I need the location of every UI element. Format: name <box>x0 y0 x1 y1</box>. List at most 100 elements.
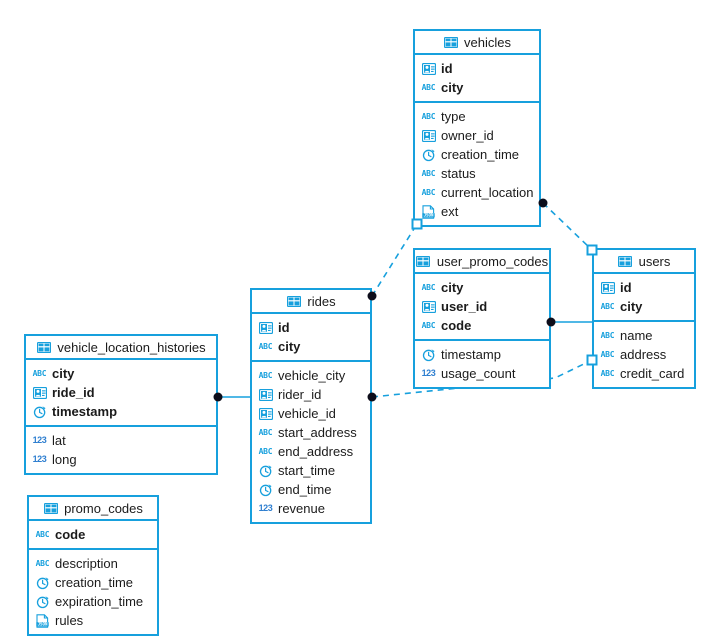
field-label: current_location <box>441 185 534 200</box>
abc-icon: ABC <box>421 320 436 330</box>
svg-text:JSON: JSON <box>424 212 434 217</box>
abc-icon: ABC <box>421 168 436 178</box>
field-label: rider_id <box>278 387 322 402</box>
field-label: city <box>52 366 75 381</box>
column-group: timestamp 123 usage_count <box>415 339 549 387</box>
clock-icon <box>32 405 47 419</box>
field-label: owner_id <box>441 128 494 143</box>
entity-header-user_promo_codes[interactable]: user_promo_codes <box>415 250 549 274</box>
entity-header-vehicles[interactable]: vehicles <box>415 31 539 55</box>
num-icon: 123 <box>421 368 436 378</box>
primary-key-field[interactable]: id <box>415 59 539 78</box>
relationship-source-dot-vehicles-to-users <box>538 198 548 208</box>
abc-icon: ABC <box>421 187 436 197</box>
primary-key-field[interactable]: id <box>252 318 370 337</box>
abc-icon: ABC <box>600 330 615 340</box>
field-label: revenue <box>278 501 325 516</box>
abc-icon: ABC <box>600 301 615 311</box>
field-label: type <box>441 109 466 124</box>
identity-icon <box>421 300 436 314</box>
table-icon <box>618 254 633 268</box>
identity-icon <box>258 407 273 421</box>
field-label: start_time <box>278 463 336 478</box>
column-field[interactable]: start_time <box>252 461 370 480</box>
column-field[interactable]: creation_time <box>415 145 539 164</box>
clock-icon <box>35 576 50 590</box>
column-field[interactable]: 123 usage_count <box>415 364 549 383</box>
field-label: end_time <box>278 482 332 497</box>
clock-icon <box>421 348 436 362</box>
column-field[interactable]: ABC current_location <box>415 183 539 202</box>
primary-key-field[interactable]: ride_id <box>26 383 216 402</box>
primary-key-field[interactable]: timestamp <box>26 402 216 421</box>
field-label: city <box>441 280 464 295</box>
column-field[interactable]: creation_time <box>29 573 157 592</box>
relationship-target-square-rides-to-vehicles <box>411 218 423 230</box>
entity-header-rides[interactable]: rides <box>252 290 370 314</box>
entity-header-promo_codes[interactable]: promo_codes <box>29 497 157 521</box>
relationship-target-square-rides-to-users <box>586 354 598 366</box>
relationship-edge-rides-to-vehicles <box>371 223 418 297</box>
field-label: city <box>441 80 464 95</box>
column-field[interactable]: 123 revenue <box>252 499 370 518</box>
identity-icon <box>32 386 47 400</box>
entity-header-users[interactable]: users <box>594 250 694 274</box>
primary-key-field[interactable]: ABC city <box>26 364 216 383</box>
entity-header-vehicle_location_histories[interactable]: vehicle_location_histories <box>26 336 216 360</box>
entity-title: vehicle_location_histories <box>57 339 206 355</box>
num-icon: 123 <box>32 454 47 464</box>
entity-title: user_promo_codes <box>436 253 549 269</box>
num-icon: 123 <box>32 435 47 445</box>
identity-icon <box>600 281 615 295</box>
relationship-edge-vehicles-to-users <box>542 202 593 251</box>
table-icon <box>416 254 431 268</box>
column-field[interactable]: owner_id <box>415 126 539 145</box>
abc-icon: ABC <box>32 368 47 378</box>
primary-key-field[interactable]: id <box>594 278 694 297</box>
abc-icon: ABC <box>421 282 436 292</box>
field-label: rules <box>55 613 84 628</box>
column-field[interactable]: vehicle_id <box>252 404 370 423</box>
column-field[interactable]: timestamp <box>415 345 549 364</box>
abc-icon: ABC <box>35 558 50 568</box>
column-field[interactable]: end_time <box>252 480 370 499</box>
primary-key-field[interactable]: user_id <box>415 297 549 316</box>
field-label: usage_count <box>441 366 516 381</box>
relationship-source-dot-vehicle-location-histories-to-rides <box>213 392 223 402</box>
num-icon: 123 <box>258 503 273 513</box>
field-label: creation_time <box>55 575 134 590</box>
clock-icon <box>258 464 273 478</box>
primary-key-field[interactable]: ABC city <box>415 278 549 297</box>
column-field[interactable]: rider_id <box>252 385 370 404</box>
column-field[interactable]: expiration_time <box>29 592 157 611</box>
